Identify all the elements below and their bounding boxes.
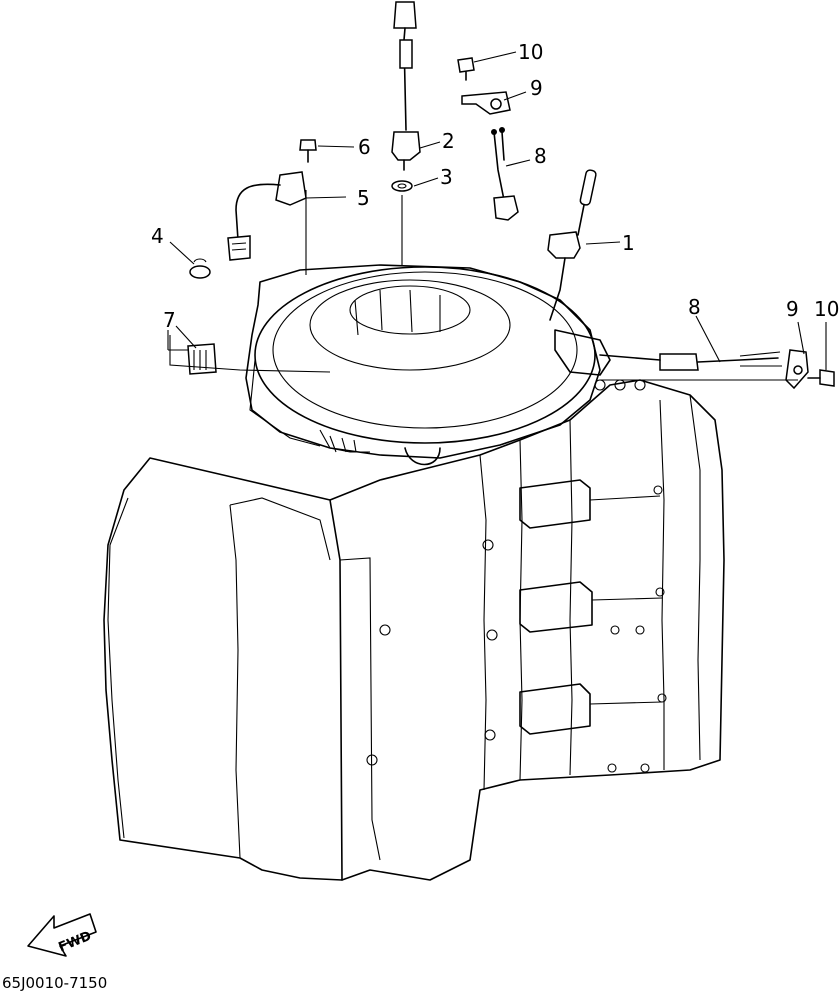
part-7-connector <box>167 330 331 375</box>
callout-10-right: 10 <box>814 297 839 321</box>
part-9-clamp-upper <box>461 91 511 115</box>
callout-8-right: 8 <box>688 295 701 319</box>
callout-2: 2 <box>442 129 455 153</box>
callout-1: 1 <box>622 231 635 255</box>
drawing-code: 65J0010-7150 <box>2 974 107 992</box>
part-8-lead-right <box>599 351 782 371</box>
leader-lines <box>169 51 805 363</box>
callout-7: 7 <box>163 308 176 332</box>
callout-8-upper: 8 <box>534 144 547 168</box>
callout-4: 4 <box>151 224 164 248</box>
callout-10-upper: 10 <box>518 40 543 64</box>
forward-direction-arrow: FWD <box>27 913 97 957</box>
part-4-clip <box>189 258 211 279</box>
callout-labels: 1 2 3 4 5 6 7 8 8 9 9 10 10 <box>151 40 839 332</box>
part-8-lead-upper <box>491 127 519 221</box>
part-3-washer <box>391 180 413 265</box>
part-2-sensor <box>391 1 421 171</box>
engine-block <box>103 379 725 881</box>
part-1-thermo-switch <box>547 169 597 321</box>
part-5-coil <box>227 171 307 275</box>
callout-9-upper: 9 <box>530 76 543 100</box>
callout-3: 3 <box>440 165 453 189</box>
part-10-bolt-right <box>807 322 835 387</box>
part-10-bolt-upper <box>457 57 475 81</box>
callout-6: 6 <box>358 135 371 159</box>
callout-9-right: 9 <box>786 297 799 321</box>
flywheel-cover <box>245 264 611 466</box>
forward-label: FWD <box>56 929 93 956</box>
part-9-clamp-right <box>785 349 809 390</box>
part-6-screw <box>299 139 317 163</box>
callout-5: 5 <box>357 186 370 210</box>
